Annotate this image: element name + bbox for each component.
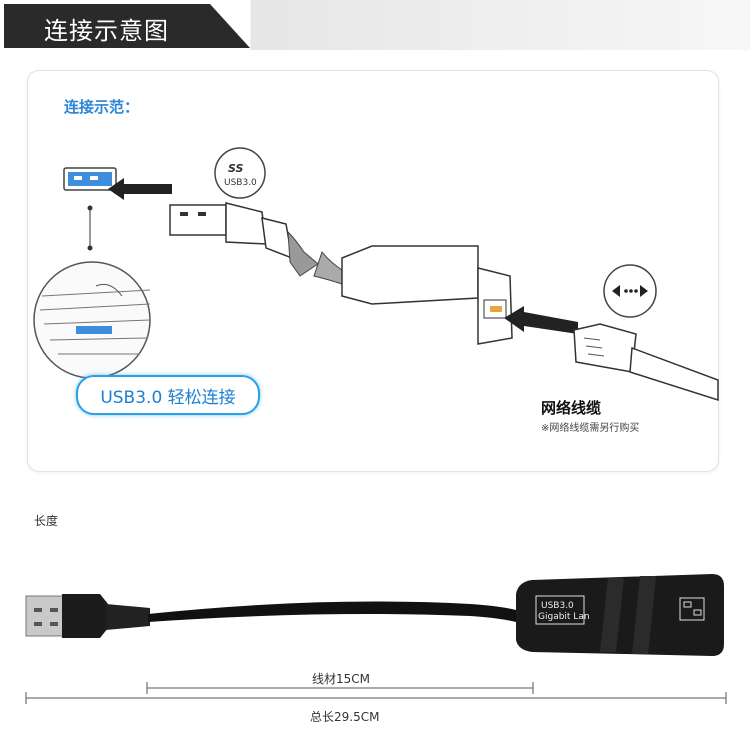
usb30-logo-text: USB3.0: [224, 178, 257, 188]
laptop-zoom: [33, 261, 151, 379]
title-tab: [4, 4, 250, 48]
length-label: 长度: [34, 514, 59, 528]
usb3-badge: USB3.0 轻松连接: [76, 375, 260, 415]
ss-logo-text: SS: [228, 162, 244, 175]
demo-label: 连接示范：: [64, 98, 140, 116]
device-label-usb30: USB3.0: [541, 601, 574, 611]
usb-plug: [169, 202, 293, 260]
page-title: 连接示意图: [44, 17, 169, 45]
lan-port-icon: [679, 597, 705, 621]
device-label-gigabit: Gigabit Lan: [538, 612, 590, 622]
product-usb-plug: [25, 594, 150, 638]
dimension-lines: [25, 682, 727, 704]
wire-length-label: 线材15CM: [312, 672, 371, 686]
cable-title: 网络线缆: [541, 399, 602, 417]
total-length-label: 总长29.5CM: [310, 710, 380, 724]
header-bar: 连接示意图: [0, 0, 750, 50]
product-adapter: [516, 574, 724, 656]
rj45-plug: [573, 323, 719, 402]
ethernet-arrows-icon: [603, 264, 657, 318]
arrow-left-icon: [108, 178, 172, 200]
adapter-body: [341, 245, 513, 345]
laptop-usb-port: [63, 167, 117, 191]
usb-logo-icon: [214, 147, 266, 199]
arrow-into-lan-icon: [504, 306, 578, 334]
cable-note: ※网络线缆需另行购买: [541, 423, 640, 434]
